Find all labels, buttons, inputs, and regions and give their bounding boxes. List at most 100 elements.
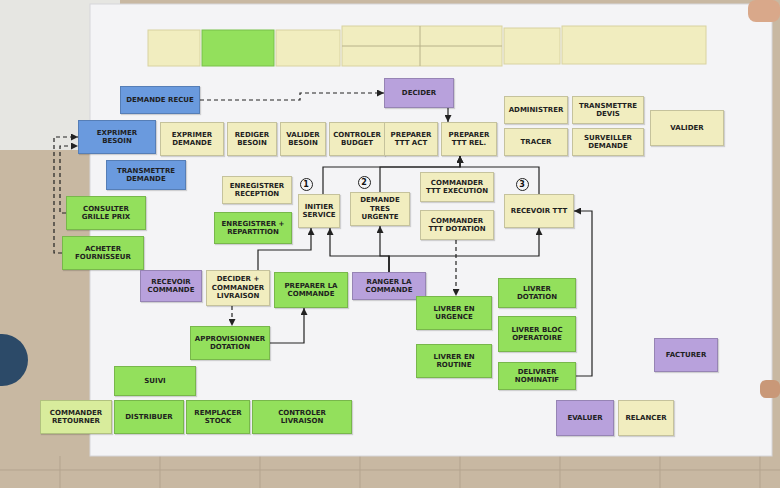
note-text: DEMANDE TRES URGENTE: [354, 196, 406, 221]
note-text: CONTROLER LIVRAISON: [256, 409, 348, 426]
connector: [380, 226, 389, 272]
note-text: COMMANDER TTT EXECUTION: [424, 179, 490, 196]
connector: [574, 211, 592, 376]
note-text: DISTRIBUER: [125, 413, 172, 421]
note-text: LIVRER EN URGENCE: [420, 305, 488, 322]
sticky-note: ENREGISTRER RECEPTION: [222, 176, 292, 204]
note-text: COMMANDER RETOURNER: [44, 409, 108, 426]
hand: [748, 0, 780, 22]
callout-number: 1: [300, 178, 313, 191]
sticky-note: EXPRIMER DEMANDE: [160, 122, 224, 156]
note-text: ACHETER FOURNISSEUR: [66, 245, 140, 262]
sticky-note: APPROVISIONNER DOTATION: [190, 326, 270, 360]
sticky-note: REDIGER BESOIN: [227, 122, 277, 156]
sticky-note: VALIDER BESOIN: [280, 122, 326, 156]
sticky-note: PREPARER TTT REL.: [441, 122, 497, 156]
note-text: RECEVOIR TTT: [511, 207, 567, 215]
sticky-note: PREPARER TTT ACT: [384, 122, 438, 156]
sticky-note: SUIVI: [114, 366, 196, 396]
sticky-note: LIVRER EN ROUTINE: [416, 344, 492, 378]
note-text: APPROVISIONNER DOTATION: [194, 335, 266, 352]
sticky-note: COMMANDER TTT DOTATION: [420, 210, 494, 240]
sticky-note: TRACER: [504, 128, 568, 156]
note-text: REMPLACER STOCK: [190, 409, 246, 426]
connector: [200, 93, 384, 100]
note-text: CONSULTER GRILLE PRIX: [70, 205, 142, 222]
sticky-note: ENREGISTRER + REPARTITION: [214, 212, 292, 244]
sticky-note: COMMANDER RETOURNER: [40, 400, 112, 434]
note-text: RECEVOIR COMMANDE: [144, 278, 198, 295]
floor-tiles: [0, 456, 780, 488]
sticky-note: VALIDER: [650, 110, 724, 146]
note-text: ADMINISTRER: [509, 106, 564, 114]
sticky-note: INITIER SERVICE: [298, 194, 340, 228]
sticky-note: EXPRIMER BESOIN: [78, 120, 156, 154]
note-text: DELIVRER NOMINATIF: [502, 368, 572, 385]
sticky-note: LIVRER BLOC OPERATOIRE: [498, 316, 576, 352]
note-text: TRANSMETTRE DEVIS: [576, 102, 640, 119]
sticky-note: DISTRIBUER: [114, 400, 184, 434]
note-text: INITIER SERVICE: [302, 203, 336, 220]
note-text: COMMANDER TTT DOTATION: [424, 217, 490, 234]
note-text: EXPRIMER DEMANDE: [164, 131, 220, 148]
sticky-note: RANGER LA COMMANDE: [352, 272, 426, 300]
board: [90, 4, 772, 456]
sticky-note: SURVEILLER DEMANDE: [572, 128, 644, 156]
sticky-note: ACHETER FOURNISSEUR: [62, 236, 144, 270]
callout-number: 3: [516, 178, 529, 191]
sticky-note: FACTURER: [654, 338, 718, 372]
note-text: REDIGER BESOIN: [231, 131, 273, 148]
note-text: ENREGISTRER + REPARTITION: [218, 220, 288, 237]
sticky-note: ADMINISTRER: [504, 96, 568, 124]
sticky-note: LIVRER EN URGENCE: [416, 296, 492, 330]
note-text: DECIDER + COMMANDER LIVRAISON: [210, 275, 266, 300]
note-text: PREPARER TTT REL.: [445, 131, 493, 148]
note-text: DEMANDE RECUE: [126, 96, 194, 104]
sticky-note: TRANSMETTRE DEMANDE: [106, 160, 186, 190]
connector: [270, 308, 304, 343]
sticky-note: DECIDER: [384, 78, 454, 108]
note-text: RELANCER: [625, 414, 666, 422]
sticky-note: RECEVOIR COMMANDE: [140, 270, 202, 302]
note-text: LIVRER BLOC OPERATOIRE: [502, 326, 572, 343]
sticky-note: PREPARER LA COMMANDE: [274, 272, 348, 308]
sticky-note: DECIDER + COMMANDER LIVRAISON: [206, 270, 270, 306]
note-text: EXPRIMER BESOIN: [82, 129, 152, 146]
note-text: RANGER LA COMMANDE: [356, 278, 422, 295]
callout-number: 2: [358, 176, 371, 189]
note-text: PREPARER TTT ACT: [388, 131, 434, 148]
note-text: VALIDER BESOIN: [284, 131, 322, 148]
connector: [231, 306, 232, 326]
sticky-note: CONTROLER BUDGET: [329, 122, 385, 156]
note-text: TRANSMETTRE DEMANDE: [110, 167, 182, 184]
sticky-note: REMPLACER STOCK: [186, 400, 250, 434]
sticky-note: TRANSMETTRE DEVIS: [572, 96, 644, 124]
sticky-note: RELANCER: [618, 400, 674, 436]
hand: [760, 380, 780, 398]
note-text: SURVEILLER DEMANDE: [576, 134, 640, 151]
note-text: TRACER: [521, 138, 552, 146]
sticky-note: COMMANDER TTT EXECUTION: [420, 172, 494, 202]
header-notes: [148, 26, 706, 66]
sticky-note: LIVRER DOTATION: [498, 278, 576, 308]
note-text: CONTROLER BUDGET: [333, 131, 381, 148]
sticky-note: DEMANDE RECUE: [120, 86, 200, 114]
note-text: DECIDER: [402, 89, 436, 97]
note-text: EVALUER: [567, 414, 602, 422]
note-text: ENREGISTRER RECEPTION: [226, 182, 288, 199]
sticky-note: EVALUER: [556, 400, 614, 436]
disc: [0, 334, 28, 386]
note-text: FACTURER: [666, 351, 707, 359]
note-text: PREPARER LA COMMANDE: [278, 282, 344, 299]
note-text: SUIVI: [144, 377, 165, 385]
note-text: LIVRER EN ROUTINE: [420, 353, 488, 370]
sticky-note: CONSULTER GRILLE PRIX: [66, 196, 146, 230]
connector: [447, 108, 448, 122]
connector: [455, 240, 456, 296]
sticky-note: CONTROLER LIVRAISON: [252, 400, 352, 434]
note-text: VALIDER: [670, 124, 703, 132]
sticky-note: DELIVRER NOMINATIF: [498, 362, 576, 390]
note-text: LIVRER DOTATION: [502, 285, 572, 302]
